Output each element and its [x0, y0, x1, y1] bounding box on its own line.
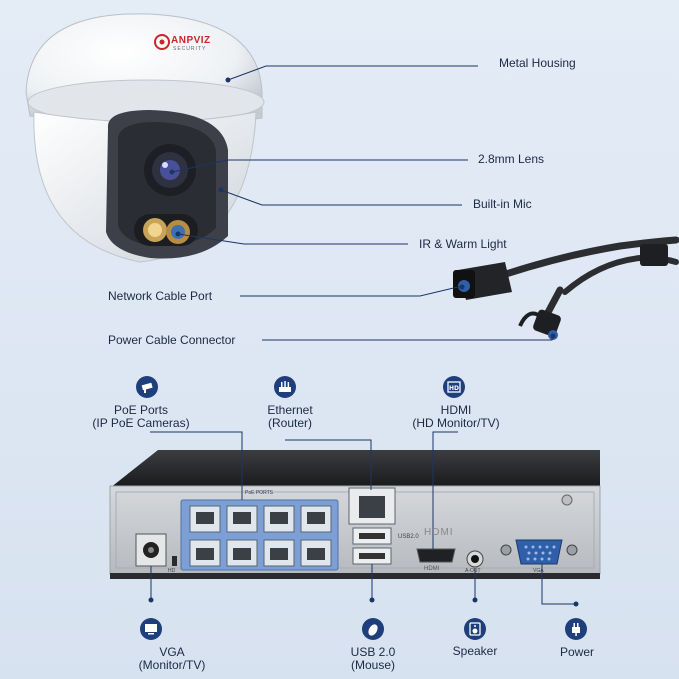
- label-ethernet: Ethernet (Router): [267, 404, 312, 430]
- label-ethernet-line1: Ethernet: [267, 403, 313, 417]
- label-usb-line1: USB 2.0: [350, 645, 396, 659]
- label-power: Power: [559, 645, 595, 659]
- label-poe-ports: PoE Ports (IP PoE Cameras): [92, 404, 189, 430]
- print-audio: A-OUT: [465, 568, 481, 574]
- nvr-callouts: [150, 431, 576, 605]
- label-ethernet-line2: (Router): [267, 416, 312, 430]
- label-vga: VGA (Monitor/TV): [139, 646, 206, 672]
- print-vga: VGA: [533, 568, 544, 574]
- print-hdmi-bottom: HDMI: [424, 566, 440, 572]
- brand-tagline: SECURITY: [173, 46, 207, 52]
- hd-icon: HD: [443, 376, 465, 398]
- power-plug-icon: [565, 618, 587, 640]
- network-cable: [453, 236, 679, 340]
- label-ir-light: IR & Warm Light: [419, 237, 507, 251]
- label-network-port: Network Cable Port: [108, 289, 213, 303]
- print-hd: HD: [168, 568, 176, 574]
- svg-text:HD: HD: [449, 385, 459, 392]
- label-poe-line1: PoE Ports: [113, 403, 169, 417]
- label-poe-line2: (IP PoE Cameras): [92, 416, 190, 430]
- print-hdmi-top: HDMI: [424, 527, 454, 538]
- label-lens: 2.8mm Lens: [478, 152, 545, 166]
- cctv-camera-icon: [136, 376, 158, 398]
- label-speaker: Speaker: [452, 644, 498, 658]
- monitor-icon: [140, 618, 162, 640]
- label-hdmi: HDMI (HD Monitor/TV): [412, 404, 499, 430]
- camera-callout-dots: [169, 77, 556, 339]
- label-metal-housing: Metal Housing: [499, 56, 576, 70]
- label-hdmi-line2: (HD Monitor/TV): [412, 416, 500, 430]
- router-icon: [274, 376, 296, 398]
- label-power-connector: Power Cable Connector: [108, 333, 236, 347]
- label-mic: Built-in Mic: [473, 197, 532, 211]
- mouse-icon: [362, 618, 384, 640]
- label-usb-line2: (Mouse): [350, 658, 396, 672]
- print-poe-ports: PoE PORTS: [245, 490, 273, 496]
- brand-name: ANPVIZ: [171, 35, 211, 46]
- label-usb: USB 2.0 (Mouse): [351, 646, 396, 672]
- dome-camera: [25, 13, 265, 263]
- camera-callouts: [171, 65, 554, 341]
- nvr-recorder: [109, 450, 601, 579]
- brand-logo: [154, 34, 170, 50]
- speaker-icon: [464, 618, 486, 640]
- print-usb: USB2.0: [398, 534, 419, 540]
- label-vga-line2: (Monitor/TV): [138, 658, 206, 672]
- nvr-callout-dots: [148, 597, 579, 607]
- label-vga-line1: VGA: [159, 645, 185, 659]
- label-hdmi-line1: HDMI: [440, 403, 472, 417]
